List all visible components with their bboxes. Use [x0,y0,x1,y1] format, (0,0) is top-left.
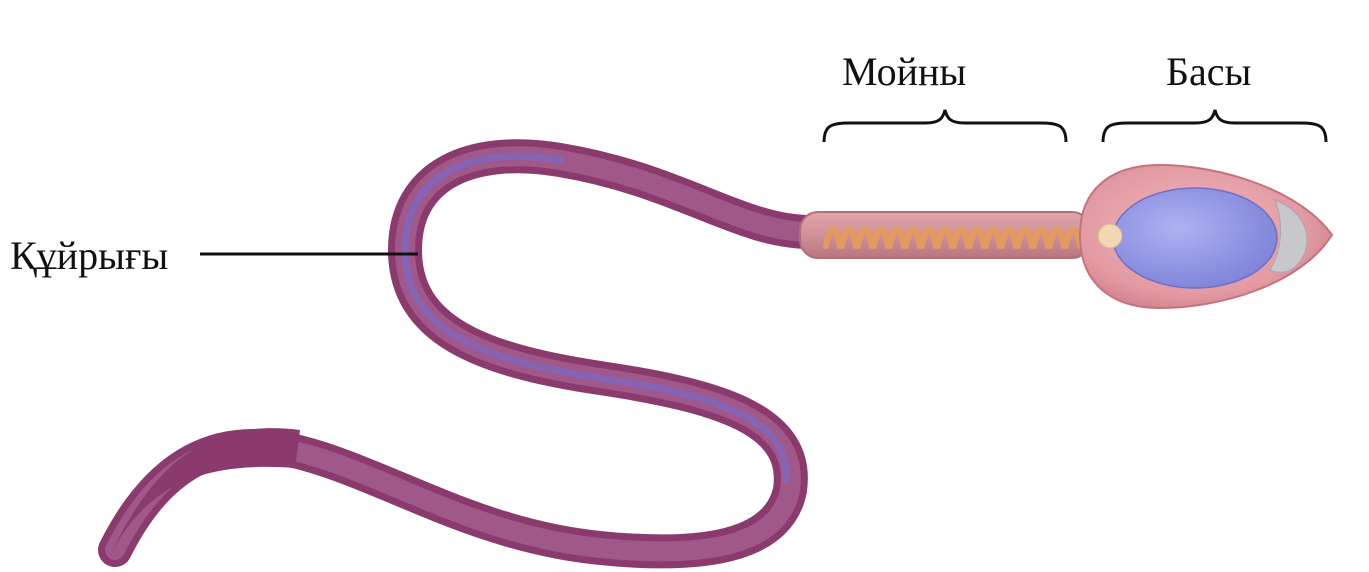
tail [112,156,810,552]
head-label: Басы [1166,52,1251,92]
midpiece [800,212,1090,258]
nucleus [1113,188,1277,288]
tail-label: Құйрығы [10,236,168,276]
tail-outer [115,156,810,551]
head-bracket [1103,110,1326,142]
neck-label: Мойны [842,52,966,92]
neck-bracket [824,110,1066,142]
head [1080,165,1332,308]
centriole [1098,224,1122,248]
